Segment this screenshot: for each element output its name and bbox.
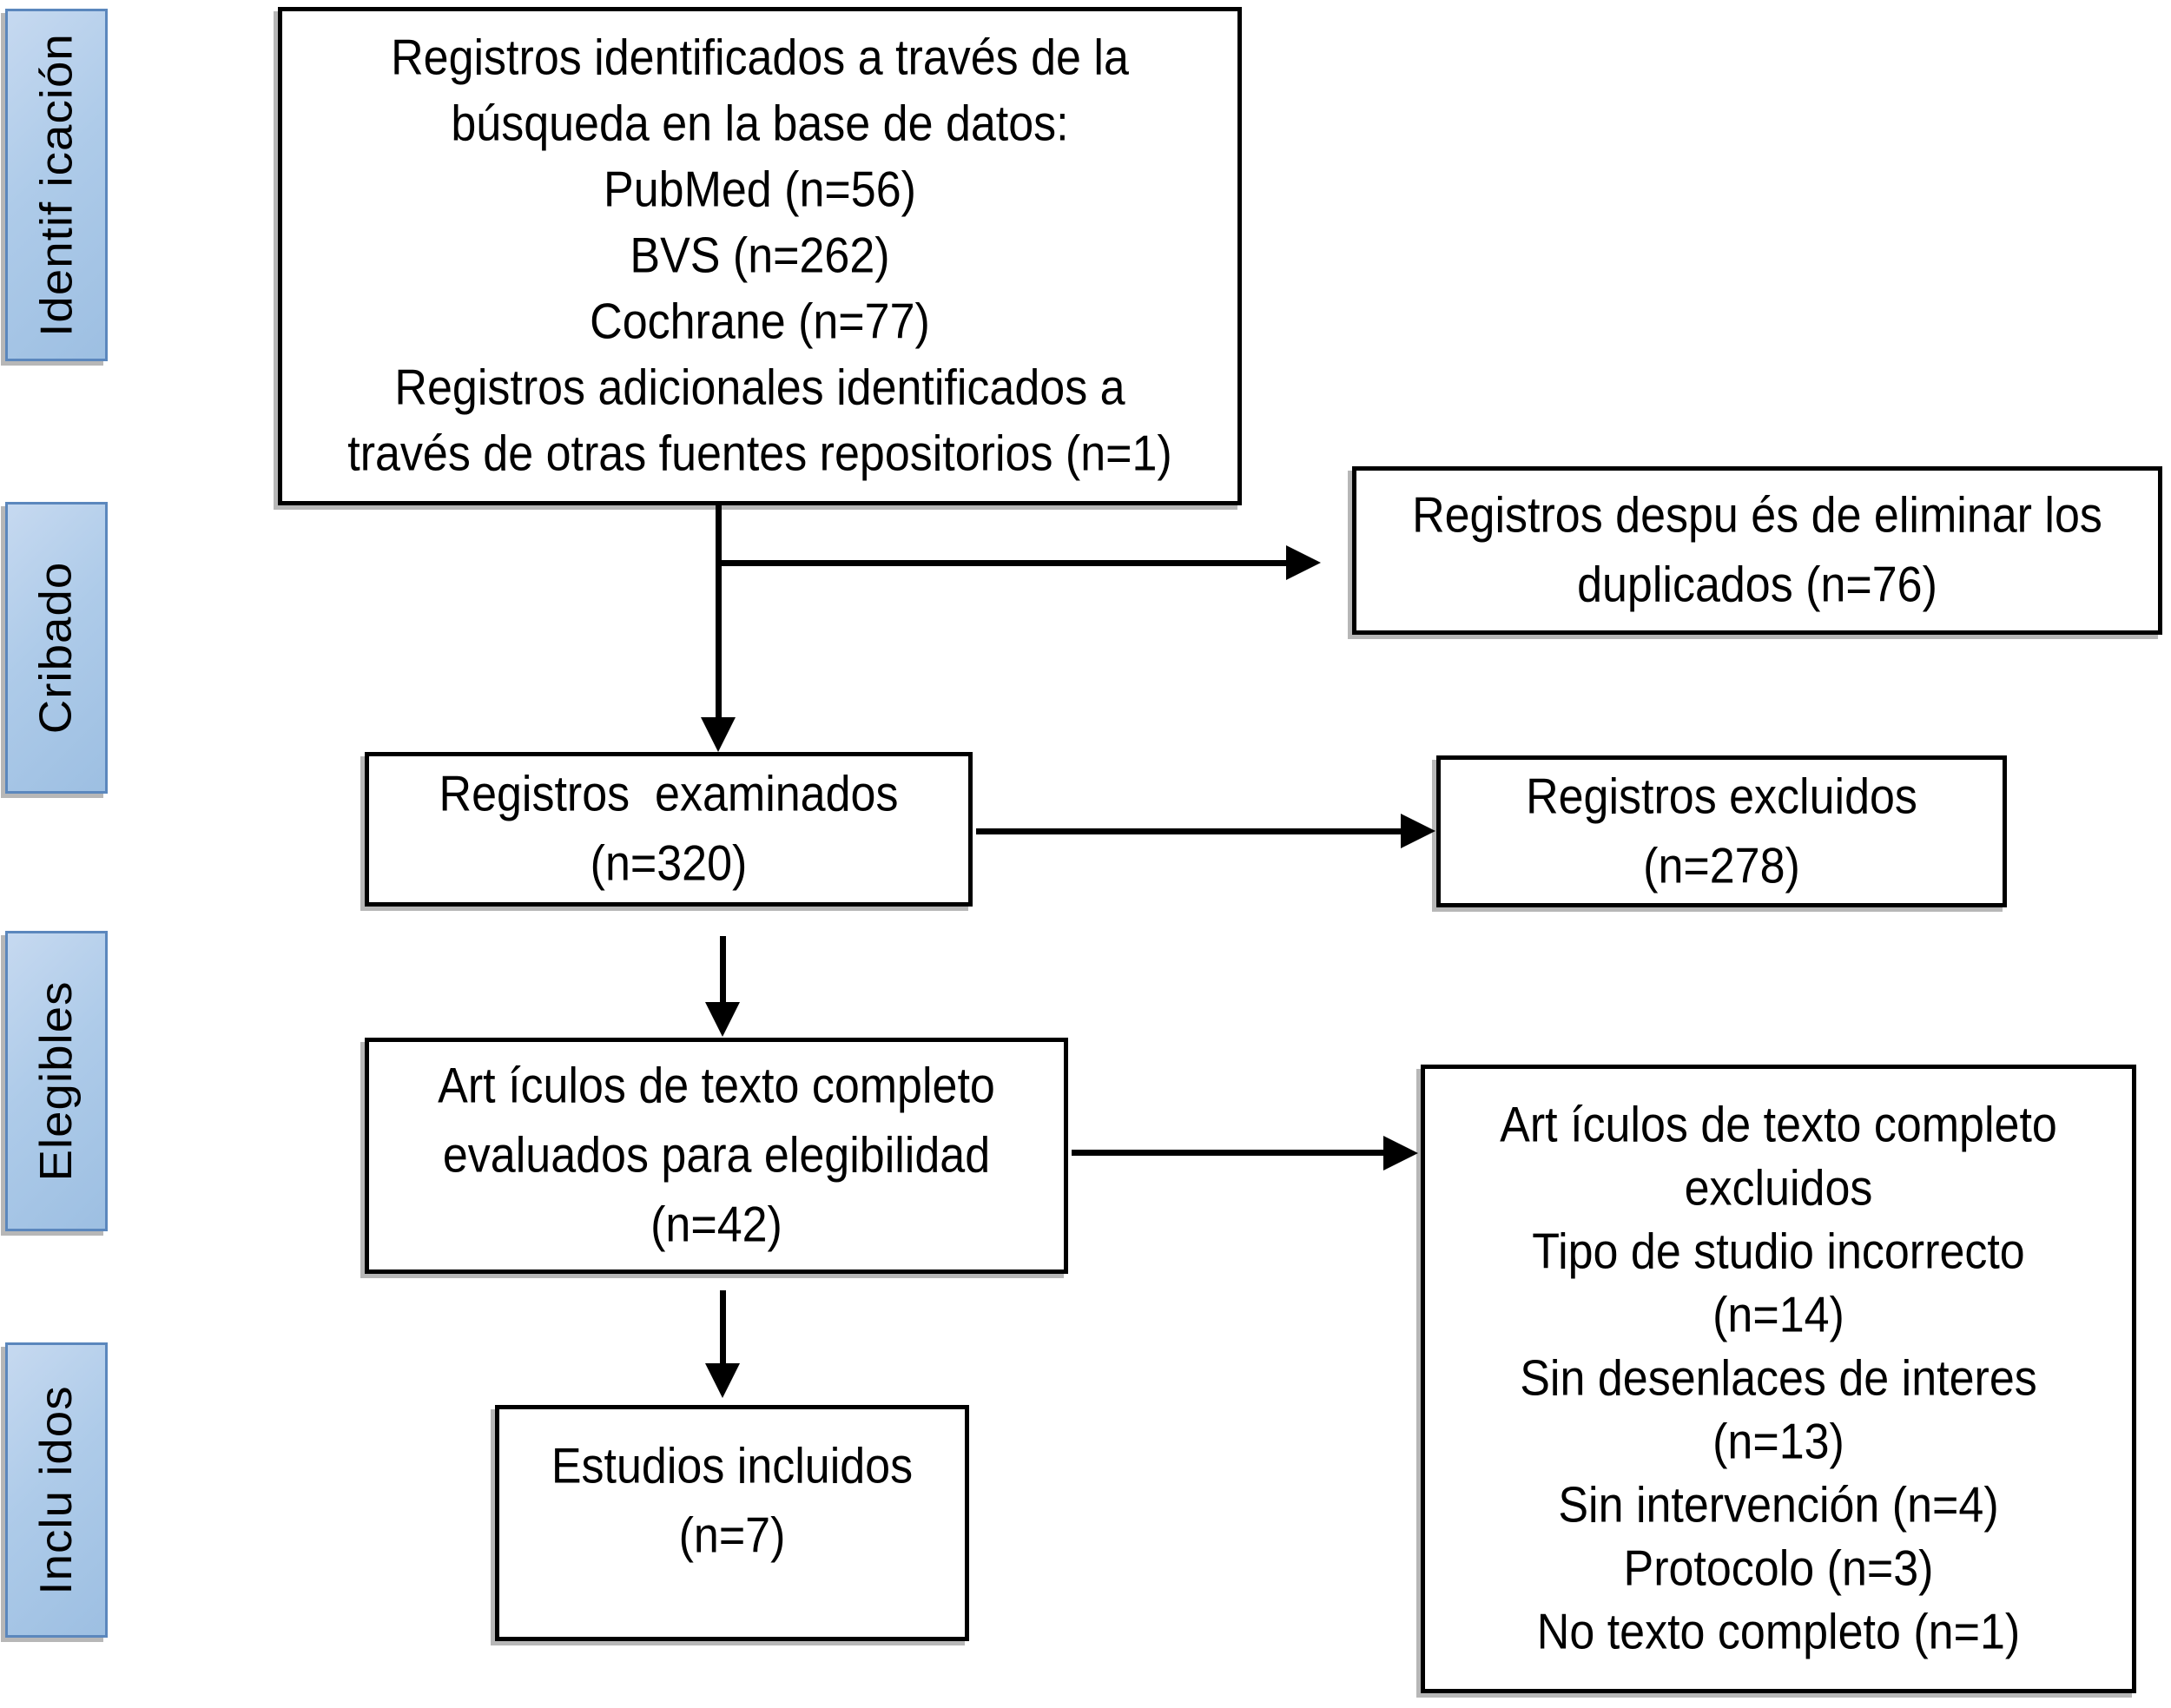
box-records-screened-line: (n=320)	[590, 836, 748, 892]
stage-label-identificacion-text: Identif icación	[31, 33, 82, 337]
arrow-to-duplicates-removed-head	[1286, 545, 1321, 580]
arrow-screened-to-excluded-head	[1401, 814, 1435, 848]
box-records-identified: Registros identificados a través de la b…	[278, 7, 1242, 505]
box-studies-included: Estudios incluidos (n=7)	[495, 1405, 969, 1641]
stage-label-elegibles-text: Elegibles	[31, 980, 82, 1182]
box-fulltext-excluded-line: Art ículos de texto completo	[1500, 1097, 2057, 1153]
arrow-screened-to-fulltext-shaft	[720, 936, 726, 1002]
box-records-screened: Registros examinados (n=320)	[365, 752, 973, 907]
stage-label-incluidos-text: Inclu idos	[31, 1385, 82, 1595]
box-duplicates-removed-line: Registros despu és de eliminar los	[1412, 488, 2102, 544]
box-records-excluded-line: Registros excluidos	[1526, 768, 1917, 825]
box-studies-included-line: (n=7)	[678, 1508, 786, 1564]
box-records-identified-line: Registros identificados a través de la	[391, 30, 1129, 86]
arrow-identified-to-screened-shaft	[716, 505, 722, 717]
box-fulltext-excluded-line: excluidos	[1684, 1160, 1873, 1217]
box-fulltext-assessed-line: Art ículos de texto completo	[438, 1058, 995, 1114]
box-fulltext-assessed-line: (n=42)	[650, 1197, 782, 1253]
box-records-screened-line: Registros examinados	[439, 767, 899, 822]
box-fulltext-excluded: Art ículos de texto completo excluidos T…	[1421, 1065, 2136, 1693]
arrow-fulltext-to-excluded-shaft	[1072, 1150, 1385, 1156]
box-fulltext-excluded-line: Tipo de studio incorrecto	[1532, 1223, 2025, 1280]
box-records-identified-line: BVS (n=262)	[630, 228, 890, 284]
arrow-screened-to-fulltext-head	[705, 1002, 740, 1037]
box-records-identified-line: Cochrane (n=77)	[590, 294, 930, 350]
box-records-excluded: Registros excluidos (n=278)	[1436, 755, 2007, 907]
box-fulltext-excluded-line: Sin desenlaces de interes	[1520, 1350, 2037, 1407]
box-fulltext-assessed-line: evaluados para elegibilidad	[442, 1128, 991, 1184]
stage-label-cribado: Cribado	[5, 502, 108, 794]
arrow-to-duplicates-removed-shaft	[716, 560, 1286, 566]
box-records-identified-line: PubMed (n=56)	[604, 162, 916, 218]
arrow-screened-to-excluded-shaft	[976, 828, 1401, 834]
box-studies-included-line: Estudios incluidos	[551, 1439, 914, 1494]
box-fulltext-assessed: Art ículos de texto completo evaluados p…	[365, 1038, 1068, 1274]
stage-label-cribado-text: Cribado	[31, 561, 82, 735]
arrow-fulltext-to-included-shaft	[720, 1290, 726, 1363]
box-fulltext-excluded-line: Sin intervención (n=4)	[1558, 1477, 1999, 1533]
box-duplicates-removed-line: duplicados (n=76)	[1577, 557, 1937, 613]
stage-label-identificacion: Identif icación	[5, 9, 108, 361]
box-fulltext-excluded-line: (n=13)	[1712, 1414, 1844, 1470]
stage-label-elegibles: Elegibles	[5, 931, 108, 1231]
stage-label-incluidos: Inclu idos	[5, 1342, 108, 1638]
box-fulltext-excluded-line: (n=14)	[1712, 1287, 1844, 1343]
arrow-fulltext-to-included-head	[705, 1363, 740, 1398]
arrow-fulltext-to-excluded-head	[1383, 1136, 1418, 1171]
box-fulltext-excluded-line: No texto completo (n=1)	[1536, 1604, 2021, 1660]
arrow-identified-to-screened-head	[701, 717, 736, 752]
box-duplicates-removed: Registros despu és de eliminar los dupli…	[1352, 466, 2162, 635]
box-fulltext-excluded-line: Protocolo (n=3)	[1623, 1540, 1934, 1597]
box-records-identified-line: través de otras fuentes repositorios (n=…	[347, 426, 1172, 482]
box-records-identified-line: búsqueda en la base de datos:	[451, 96, 1069, 152]
box-records-identified-line: Registros adicionales identificados a	[394, 360, 1125, 416]
box-records-excluded-line: (n=278)	[1643, 838, 1800, 894]
